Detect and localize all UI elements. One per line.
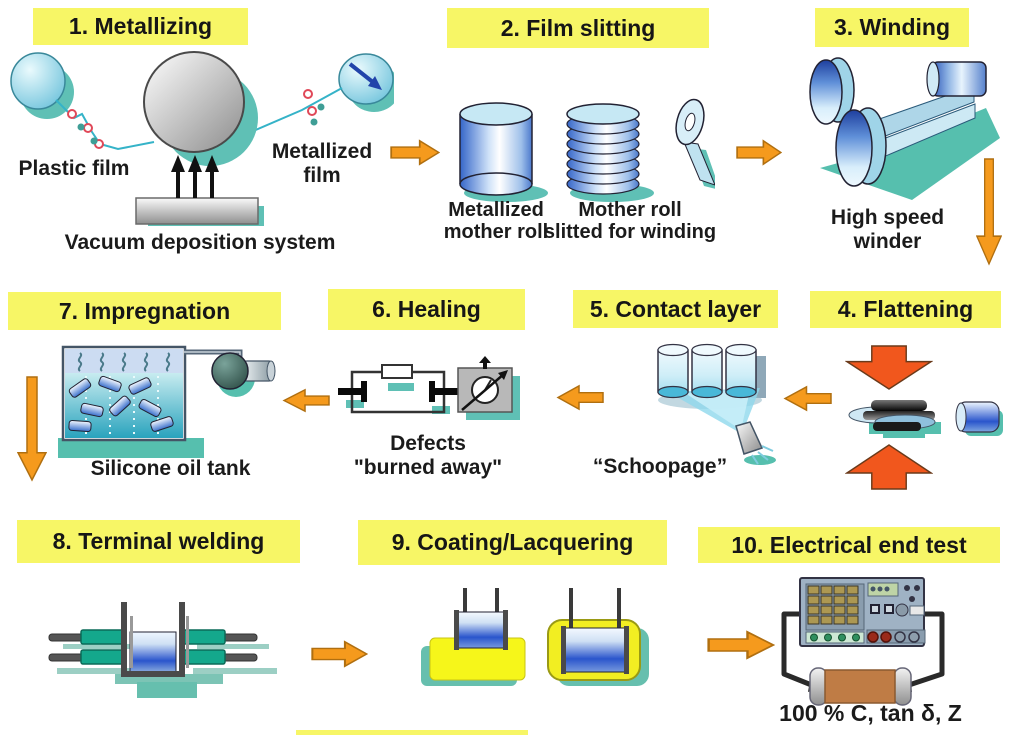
vacuum-deposition-label: Vacuum deposition system (64, 231, 336, 254)
cropped-banner-sliver (296, 730, 528, 735)
slitted-roll-label: Mother roll slitted for winding (543, 199, 717, 244)
metallized-mother-roll-label: Metallized mother roll (443, 199, 549, 244)
holder-bracket (121, 602, 185, 677)
defects-label: Defects "burned away" (353, 432, 503, 479)
arrow-step1-to-step2 (390, 139, 440, 166)
plastic-film-roll (10, 52, 74, 119)
slitted-roll-stack (566, 103, 654, 202)
healing-illustration (338, 356, 520, 420)
schoopage-label: “Schoopage” (592, 455, 728, 478)
arrow-step2-to-step3 (736, 139, 782, 166)
metallized-film-label: Metallized film (271, 140, 373, 187)
step-6-banner: 6. Healing (328, 289, 525, 330)
spray-gun (735, 421, 774, 465)
dipping-unit (421, 588, 526, 686)
supply-reel-upper (809, 57, 855, 125)
round-winding (955, 401, 1003, 436)
capacitor-under-test (809, 667, 912, 706)
capacitor-element (129, 631, 177, 673)
metallized-film-roll (338, 53, 394, 112)
arrow-step5-to-step6 (556, 384, 604, 411)
vapor-particles (67, 89, 325, 149)
arrow-step7-to-step8 (17, 376, 47, 482)
test-parameters-label: 100 % C, tan δ, Z (779, 700, 962, 726)
step-1-banner: 1. Metallizing (33, 8, 248, 45)
welding-electrodes-right (180, 629, 258, 665)
arrow-step8-to-step9 (311, 640, 368, 668)
plastic-film-label: Plastic film (18, 157, 130, 180)
step-4-banner: 4. Flattening (810, 291, 1001, 328)
evaporation-source (135, 155, 264, 226)
impregnation-illustration (58, 345, 276, 458)
step-2-banner: 2. Film slitting (447, 8, 709, 48)
contact-layer-illustration (657, 343, 776, 465)
silicone-oil-tank-label: Silicone oil tank (90, 457, 251, 480)
spray-cone (668, 388, 760, 434)
test-instrument (799, 577, 926, 647)
slit-bobbin (675, 98, 715, 189)
floating-capacitors (68, 375, 174, 433)
winding-illustration (809, 57, 1000, 200)
vacuum-pump (184, 349, 276, 397)
supply-reel-lower (835, 107, 887, 187)
step-10-banner: 10. Electrical end test (698, 527, 1000, 563)
step-8-banner: 8. Terminal welding (17, 520, 300, 563)
capacitor-elements (657, 343, 757, 399)
metallizing-illustration (10, 51, 394, 226)
flattened-winding (848, 400, 941, 438)
wound-element (926, 61, 987, 97)
flattening-illustration (848, 400, 1003, 438)
step-7-banner: 7. Impregnation (8, 292, 281, 330)
film-slitting-illustration (459, 98, 715, 202)
step-5-banner: 5. Contact layer (573, 290, 778, 328)
shadows (57, 644, 277, 698)
coating-illustration (421, 588, 649, 686)
high-speed-winder-label: High speed winder (830, 206, 945, 253)
arrow-step9-to-step10 (707, 630, 775, 660)
end-test-illustration (781, 577, 945, 706)
terminal-welding-illustration (48, 602, 277, 698)
coated-capacitor (547, 588, 649, 686)
press-up-arrow (845, 444, 933, 490)
deposition-drum (143, 51, 258, 166)
healing-circuit (338, 364, 458, 414)
step-9-banner: 9. Coating/Lacquering (358, 520, 667, 565)
arrow-step6-to-step7 (282, 388, 330, 413)
press-down-arrow (845, 345, 933, 390)
mother-roll (459, 102, 548, 202)
button-grid (807, 585, 859, 625)
silicone-oil-tank (61, 345, 187, 442)
arrow-step4-to-step5 (783, 385, 832, 412)
step-3-banner: 3. Winding (815, 8, 969, 47)
voltage-meter (457, 356, 520, 420)
arrow-step3-to-step4 (976, 158, 1002, 266)
